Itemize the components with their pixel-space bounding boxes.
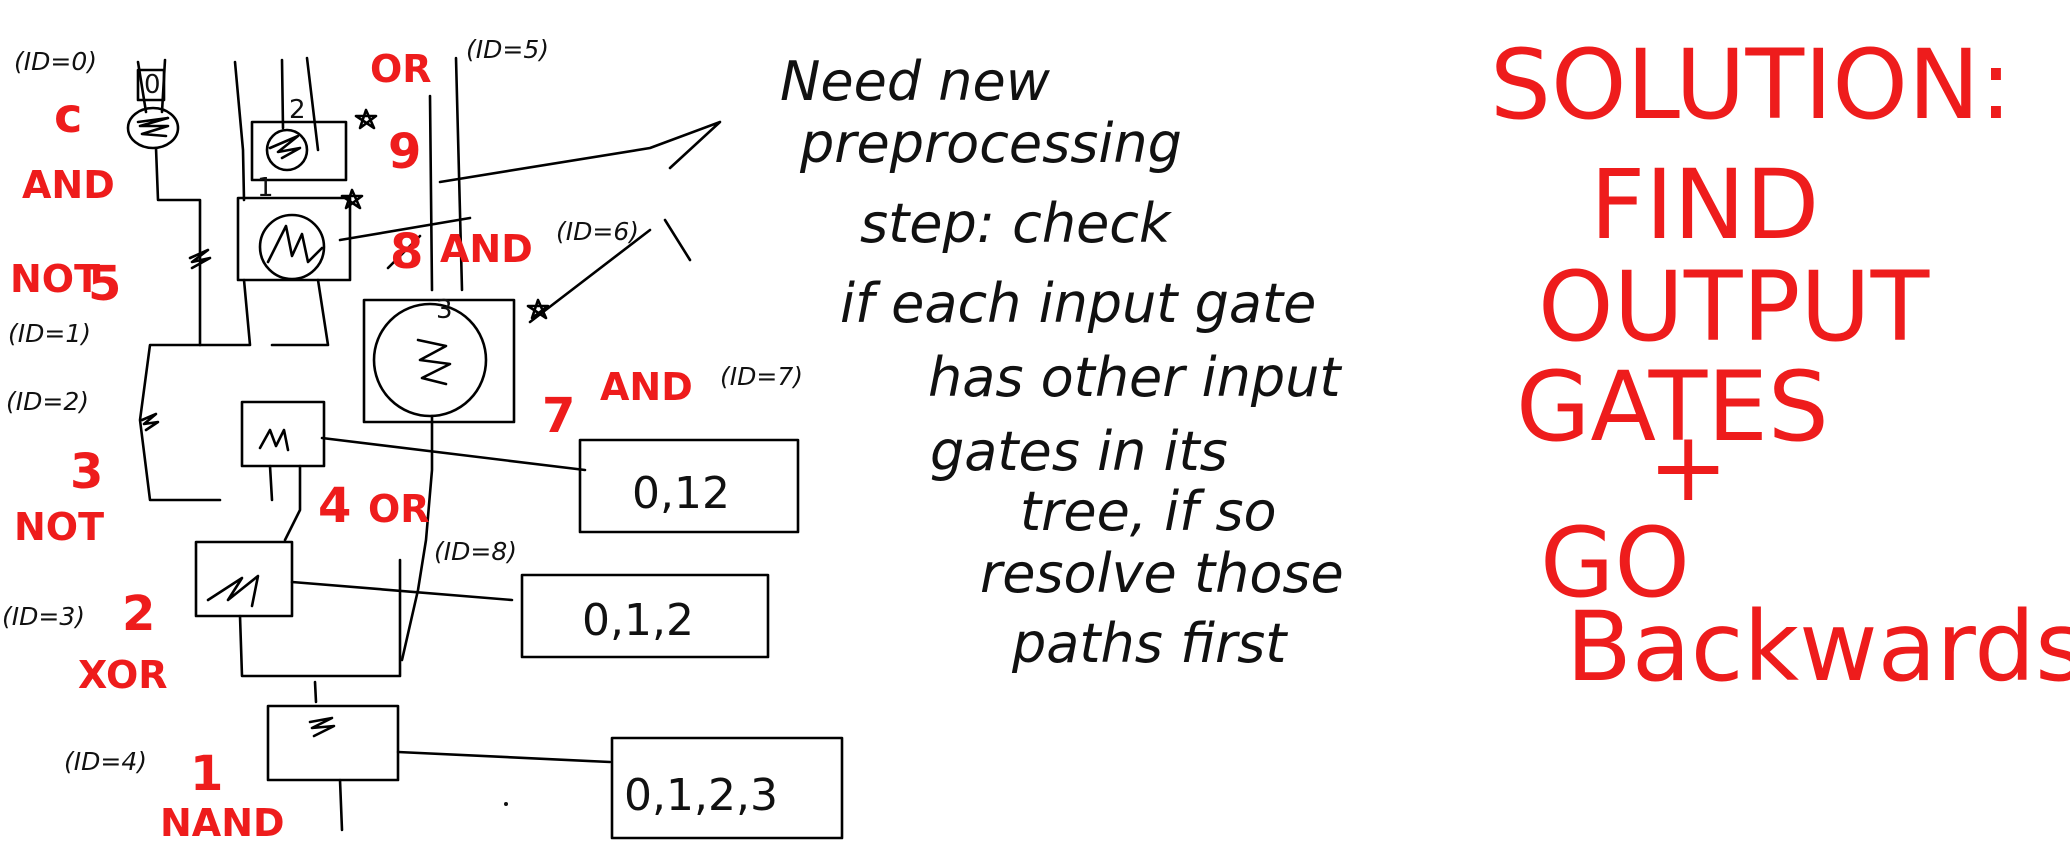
gate-number-2: 2	[122, 586, 155, 642]
note-line-7: tree, if so	[1020, 480, 1277, 543]
gate-type-xor-3: XOR	[78, 653, 168, 697]
id-label-1: (ID=1)	[8, 319, 91, 348]
gate-id-labels: (ID=0) (ID=1) (ID=2) (ID=3) (ID=4) (ID=5…	[2, 35, 803, 776]
gate-digit-1: 1	[257, 173, 274, 203]
id-label-4: (ID=4)	[64, 747, 147, 776]
gate-type-and-7: AND	[600, 365, 693, 409]
gate-number-9: 9	[388, 124, 421, 180]
id-label-8: (ID=8)	[434, 537, 517, 566]
gate-type-nand-4: NAND	[160, 801, 285, 842]
star-icon	[526, 298, 550, 320]
note-line-2: preprocessing	[799, 112, 1182, 175]
star-icons	[340, 108, 550, 320]
id-label-2: (ID=2)	[6, 387, 89, 416]
gate-type-or-8: OR	[368, 487, 430, 531]
circuit-wires	[126, 56, 844, 840]
output-box-3: 0,1,2,3	[624, 770, 778, 821]
id-label-0: (ID=0)	[14, 47, 97, 76]
preprocessing-note: Need new preprocessing step: check if ea…	[780, 50, 1344, 675]
gate-numbers: c 5 3 2 1 9 8 7 4	[54, 88, 575, 802]
gate-number-4: 4	[318, 478, 351, 534]
gate-digit-0: 0	[144, 70, 161, 100]
solution-backwards: Backwards	[1566, 591, 2070, 703]
id-label-5: (ID=5)	[466, 35, 549, 64]
id-label-6: (ID=6)	[556, 217, 639, 246]
note-line-6: gates in its	[930, 420, 1228, 483]
gate-number-5: 5	[88, 256, 121, 312]
gate-number-3: 3	[70, 444, 103, 500]
note-line-1: Need new	[780, 50, 1051, 113]
id-label-7: (ID=7)	[720, 362, 803, 391]
gate-number-8: 8	[390, 224, 423, 280]
solution-output: OUTPUT	[1538, 251, 1930, 363]
note-line-8: resolve those	[980, 542, 1344, 605]
gate-types: AND NOT NOT XOR NAND OR AND AND OR	[10, 47, 693, 842]
star-icon	[354, 108, 378, 130]
stray-dot	[504, 802, 508, 806]
solution-go: GO	[1540, 507, 1690, 619]
solution-title: SOLUTION:	[1490, 29, 2012, 141]
solution-plus: +	[1648, 411, 1728, 523]
gate-number-c: c	[54, 88, 82, 144]
output-box-2: 0,1,2	[582, 595, 694, 646]
note-line-4: if each input gate	[840, 272, 1316, 335]
solution-note: SOLUTION: FIND OUTPUT GATES + GO Backwar…	[1490, 29, 2070, 703]
note-line-9: paths first	[1011, 612, 1288, 675]
gate-type-not-2: NOT	[14, 505, 104, 549]
gate-digit-2: 2	[289, 95, 306, 125]
output-box-1: 0,12	[632, 468, 730, 519]
solution-find: FIND	[1590, 149, 1819, 261]
star-icon	[340, 188, 364, 210]
gate-type-and-0: AND	[22, 163, 115, 207]
solution-gates: GATES	[1516, 351, 1829, 463]
gate-type-not-1: NOT	[10, 257, 100, 301]
gate-number-1: 1	[190, 746, 223, 802]
gate-digit-3: 3	[436, 295, 453, 325]
note-line-5: has other input	[928, 346, 1342, 409]
gate-type-and-6: AND	[440, 227, 533, 271]
gate-type-or-5: OR	[370, 47, 432, 91]
gate-number-7: 7	[542, 388, 575, 444]
id-label-3: (ID=3)	[2, 602, 85, 631]
note-line-3: step: check	[860, 192, 1173, 255]
